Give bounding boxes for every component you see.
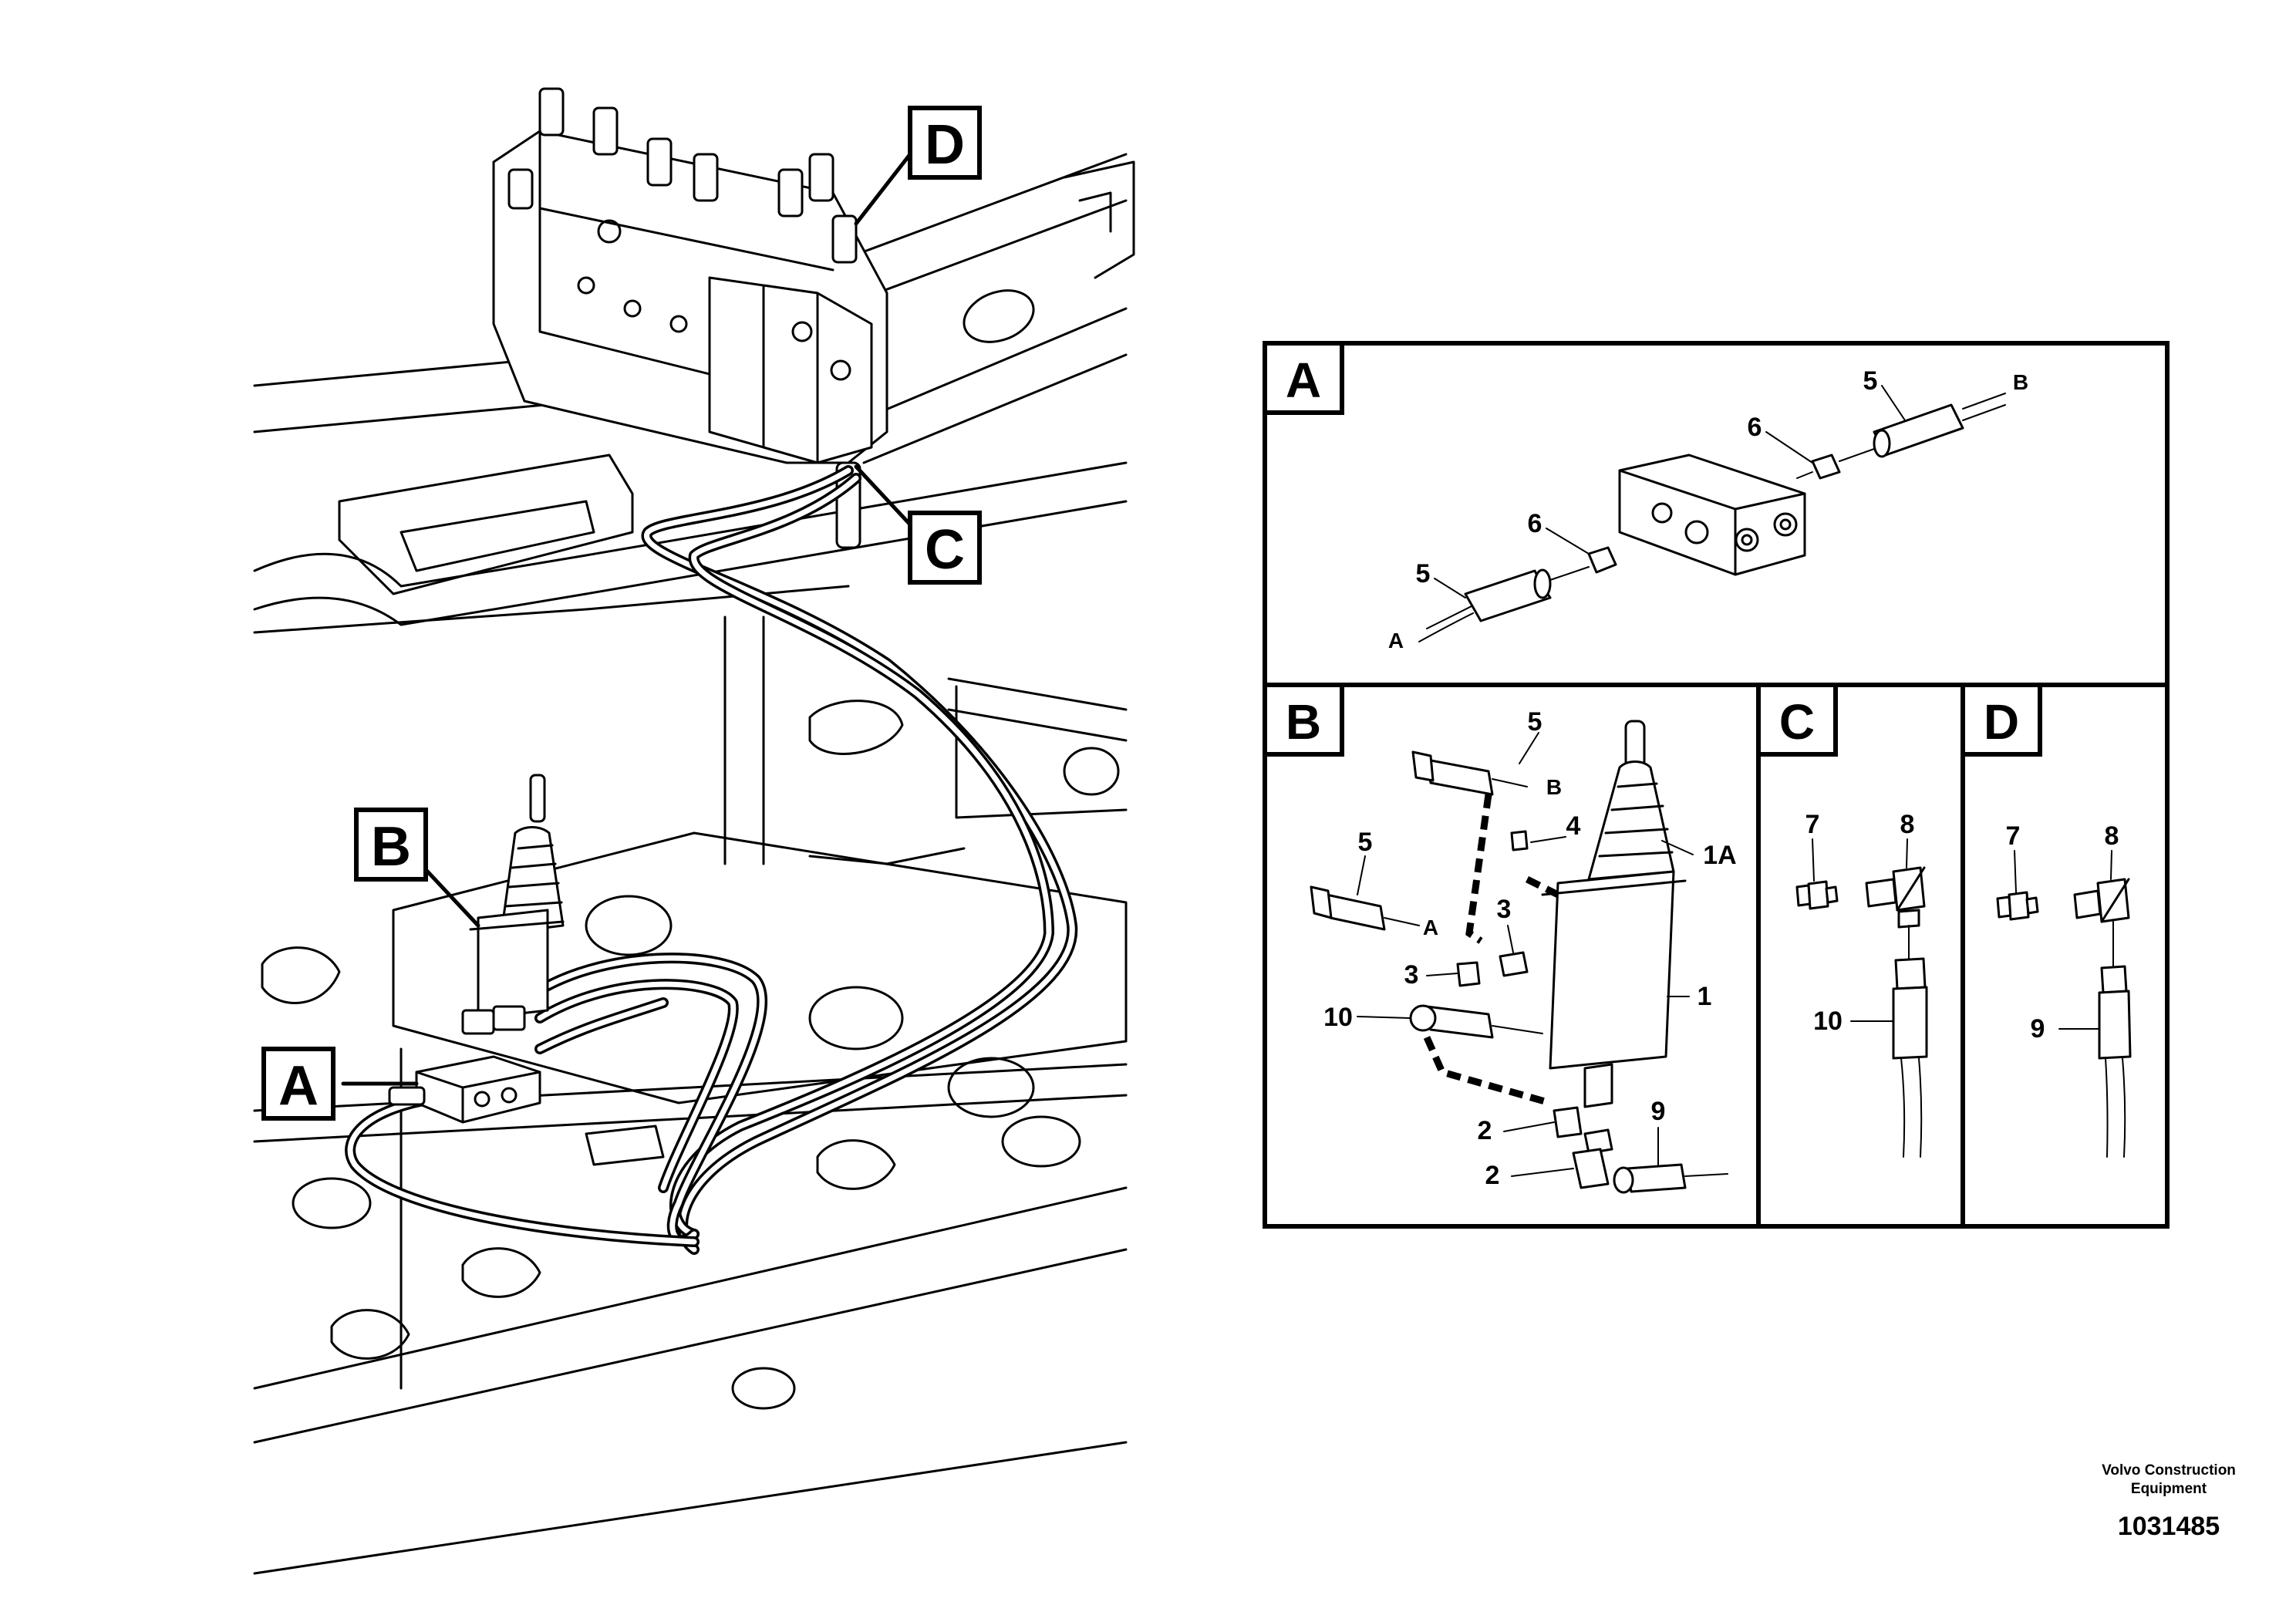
hose-end-label: B [1546, 775, 1562, 799]
item-number: 2 [1478, 1116, 1492, 1145]
callout-A: A [261, 1047, 335, 1121]
item-number: 6 [1748, 413, 1762, 442]
item-number: 7 [2006, 821, 2021, 851]
panel-A: A 5 6 6 [1263, 341, 2028, 653]
control-valve [492, 87, 888, 549]
item-number: 2 [1485, 1161, 1500, 1190]
callout-C: C [908, 511, 982, 585]
item-number: 8 [2105, 821, 2119, 851]
callout-D: D [908, 106, 982, 180]
panels-frame [1263, 341, 2170, 1229]
item-number: 3 [1404, 960, 1419, 990]
item-number: 10 [1813, 1007, 1843, 1036]
hose-end-label: A [1423, 916, 1438, 939]
item-number: 5 [1863, 366, 1878, 396]
chassis-frame [253, 153, 1135, 865]
callout-label: D [925, 114, 965, 176]
item-number: 5 [1358, 828, 1373, 857]
item-number: 6 [1528, 509, 1542, 538]
hose-harness [345, 465, 1078, 1255]
item-number: 1A [1703, 841, 1736, 870]
callout-label: A [278, 1055, 319, 1117]
figure-id: 1031485 [2117, 1512, 2220, 1541]
callout-B: B [354, 808, 428, 882]
item-number: 8 [1900, 810, 1915, 839]
hose-end-label: A [1388, 629, 1404, 653]
item-number: 9 [1651, 1097, 1666, 1126]
hose-end-label: B [2013, 370, 2028, 394]
item-number: 5 [1528, 707, 1542, 737]
valve-fittings [507, 87, 858, 381]
callout-label: B [371, 816, 411, 878]
item-number: 1 [1698, 982, 1712, 1011]
detail-panels: A 5 6 6 [1263, 341, 2170, 1229]
item-number: 5 [1416, 559, 1431, 588]
panel-label: B [1286, 694, 1321, 750]
panel-C: C 7 8 10 [1756, 683, 1928, 1158]
junction-block [388, 1055, 541, 1124]
panel-label: C [1779, 694, 1815, 750]
panel-label: D [1984, 694, 2019, 750]
panel-D: D 7 8 9 [1961, 683, 2132, 1158]
item-number: 7 [1805, 810, 1820, 839]
item-number: 4 [1566, 811, 1581, 841]
callout-label: C [925, 519, 965, 581]
panel-B: B [1263, 683, 1737, 1194]
pilot-valve-assembly [461, 774, 565, 1035]
callout-leaders [341, 152, 912, 1086]
panel-label: A [1286, 352, 1321, 408]
item-number: 3 [1497, 895, 1512, 924]
item-number: 10 [1323, 1003, 1353, 1032]
overview-drawing: D C B A [253, 87, 1135, 1575]
manufacturer-label: Volvo Construction Equipment [2102, 1462, 2236, 1497]
item-number: 9 [2031, 1014, 2045, 1044]
